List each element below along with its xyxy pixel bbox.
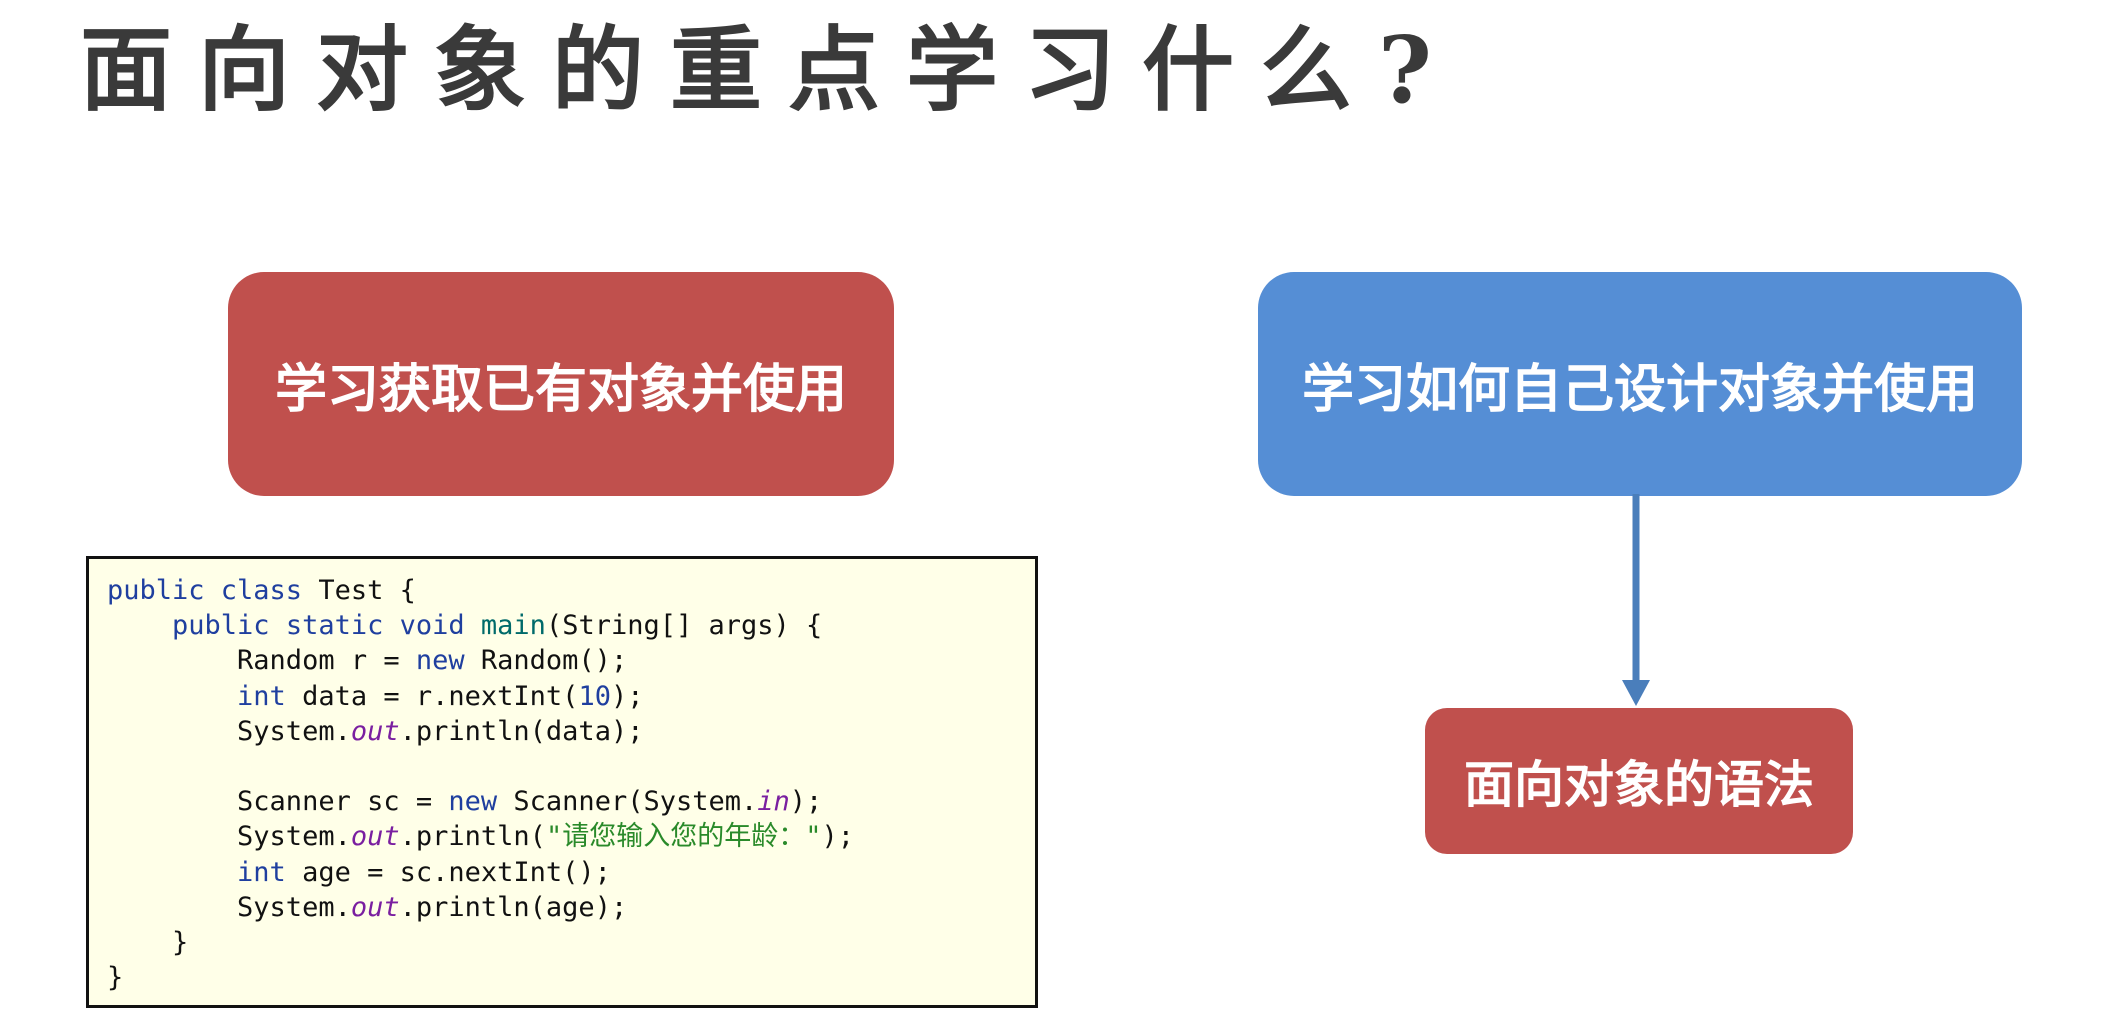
code-token: main: [480, 610, 546, 642]
code-token: System.: [107, 821, 351, 853]
code-line: System.out.println(age);: [107, 890, 1017, 925]
code-line: System.out.println("请您输入您的年龄：");: [107, 819, 1017, 854]
code-token: int: [237, 856, 286, 888]
code-token: );: [610, 680, 644, 712]
code-line: public static void main(String[] args) {: [107, 608, 1017, 643]
code-token: .println(age);: [399, 891, 628, 923]
code-line: public class Test {: [107, 573, 1017, 608]
code-token: .println(: [399, 821, 546, 853]
code-token: 10: [578, 680, 611, 712]
code-token: }: [107, 962, 124, 994]
code-line: System.out.println(data);: [107, 714, 1017, 749]
code-token: Scanner(System.: [497, 786, 758, 818]
code-token: System.: [107, 891, 351, 923]
code-sample: public class Test { public static void m…: [86, 556, 1038, 1008]
code-token: .println(data);: [399, 715, 644, 747]
code-token: int: [237, 680, 286, 712]
code-line: int data = r.nextInt(10);: [107, 679, 1017, 714]
down-arrow: [1622, 494, 1650, 706]
code-line: Scanner sc = new Scanner(System.in);: [107, 784, 1017, 819]
code-token: [107, 681, 237, 712]
code-line: }: [107, 960, 1017, 995]
slide-title: 面向对象的重点学习什么?: [80, 16, 1458, 124]
oop-syntax-box: 面向对象的语法: [1425, 708, 1853, 854]
code-token: new: [448, 786, 498, 818]
code-token: out: [350, 891, 400, 923]
code-token: new: [415, 645, 465, 677]
code-token: public static void: [172, 610, 465, 642]
code-token: );: [789, 786, 823, 818]
code-token: public class: [107, 575, 303, 606]
code-token: data = r.nextInt(: [285, 680, 579, 712]
code-token: );: [821, 821, 854, 853]
code-token: Scanner sc =: [107, 786, 449, 818]
code-line: [107, 749, 1017, 784]
code-token: [107, 857, 237, 888]
code-token: Random r =: [107, 645, 416, 677]
code-line: Random r = new Random();: [107, 643, 1017, 678]
code-line: }: [107, 925, 1017, 960]
code-token: Test {: [302, 575, 416, 606]
code-token: out: [350, 715, 400, 747]
learn-use-existing-objects-box: 学习获取已有对象并使用: [228, 272, 894, 496]
code-token: [107, 610, 172, 641]
code-token: "请您输入您的年龄：": [545, 821, 822, 853]
code-line: int age = sc.nextInt();: [107, 855, 1017, 890]
code-token: [465, 610, 481, 641]
code-token: }: [107, 926, 189, 958]
learn-design-objects-box: 学习如何自己设计对象并使用: [1258, 272, 2022, 496]
code-token: in: [757, 786, 790, 818]
code-token: System.: [107, 715, 351, 747]
code-token: (String[] args) {: [545, 610, 823, 642]
code-token: out: [350, 821, 400, 853]
code-token: age = sc.nextInt();: [285, 856, 611, 888]
code-token: Random();: [464, 645, 628, 677]
